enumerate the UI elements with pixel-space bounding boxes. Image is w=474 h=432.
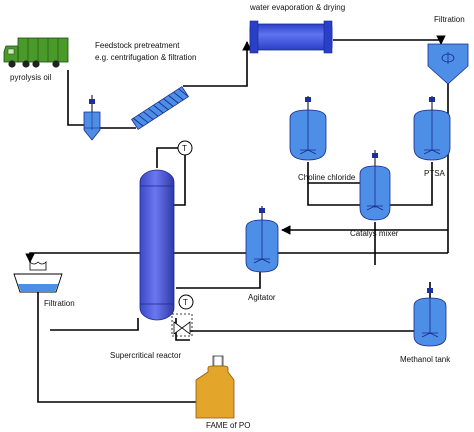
choline-chloride-tank bbox=[289, 96, 327, 161]
filtration-top-label: Filtration bbox=[434, 15, 465, 24]
pretreatment-label-line1: Feedstock pretreatment bbox=[95, 41, 180, 50]
filtration-left-label: Filtration bbox=[44, 299, 75, 308]
left-filtration-unit bbox=[13, 261, 63, 293]
ptsa-label: PTSA bbox=[424, 169, 446, 178]
screw-conveyor bbox=[131, 86, 189, 130]
valve-assembly bbox=[171, 313, 193, 337]
pyrolysis-oil-label: pyrolysis oil bbox=[10, 73, 52, 82]
water-evaporation-label: water evaporation & drying bbox=[249, 3, 345, 12]
fame-product-container bbox=[195, 355, 235, 419]
agitator-label: Agitator bbox=[248, 293, 276, 302]
temperature-indicator-bottom: T bbox=[178, 294, 194, 310]
supercritical-reactor-column bbox=[139, 169, 175, 321]
pipe-network bbox=[25, 35, 449, 403]
methanol-tank-label: Methanol tank bbox=[400, 355, 451, 364]
catalyst-mixer-label: Catalys mixer bbox=[350, 229, 399, 238]
top-filtration-unit bbox=[427, 43, 469, 85]
temperature-indicator-top: T bbox=[177, 140, 193, 156]
temp-top-symbol: T bbox=[182, 144, 187, 153]
catalyst-mixer-tank bbox=[359, 150, 391, 221]
ptsa-tank bbox=[413, 96, 451, 161]
temp-bottom-symbol: T bbox=[183, 298, 188, 307]
supercritical-reactor-label: Supercritical reactor bbox=[110, 351, 181, 360]
fame-label: FAME of PO bbox=[206, 421, 250, 430]
choline-chloride-label: Choline chloride bbox=[298, 173, 356, 182]
pretreatment-centrifuge bbox=[83, 95, 101, 141]
pretreatment-label-line2: e.g. centrifugation & filtration bbox=[95, 53, 196, 62]
methanol-tank bbox=[413, 282, 447, 347]
agitator-tank bbox=[245, 206, 279, 273]
evaporation-dryer bbox=[249, 20, 333, 54]
pyrolysis-oil-truck bbox=[3, 37, 69, 68]
